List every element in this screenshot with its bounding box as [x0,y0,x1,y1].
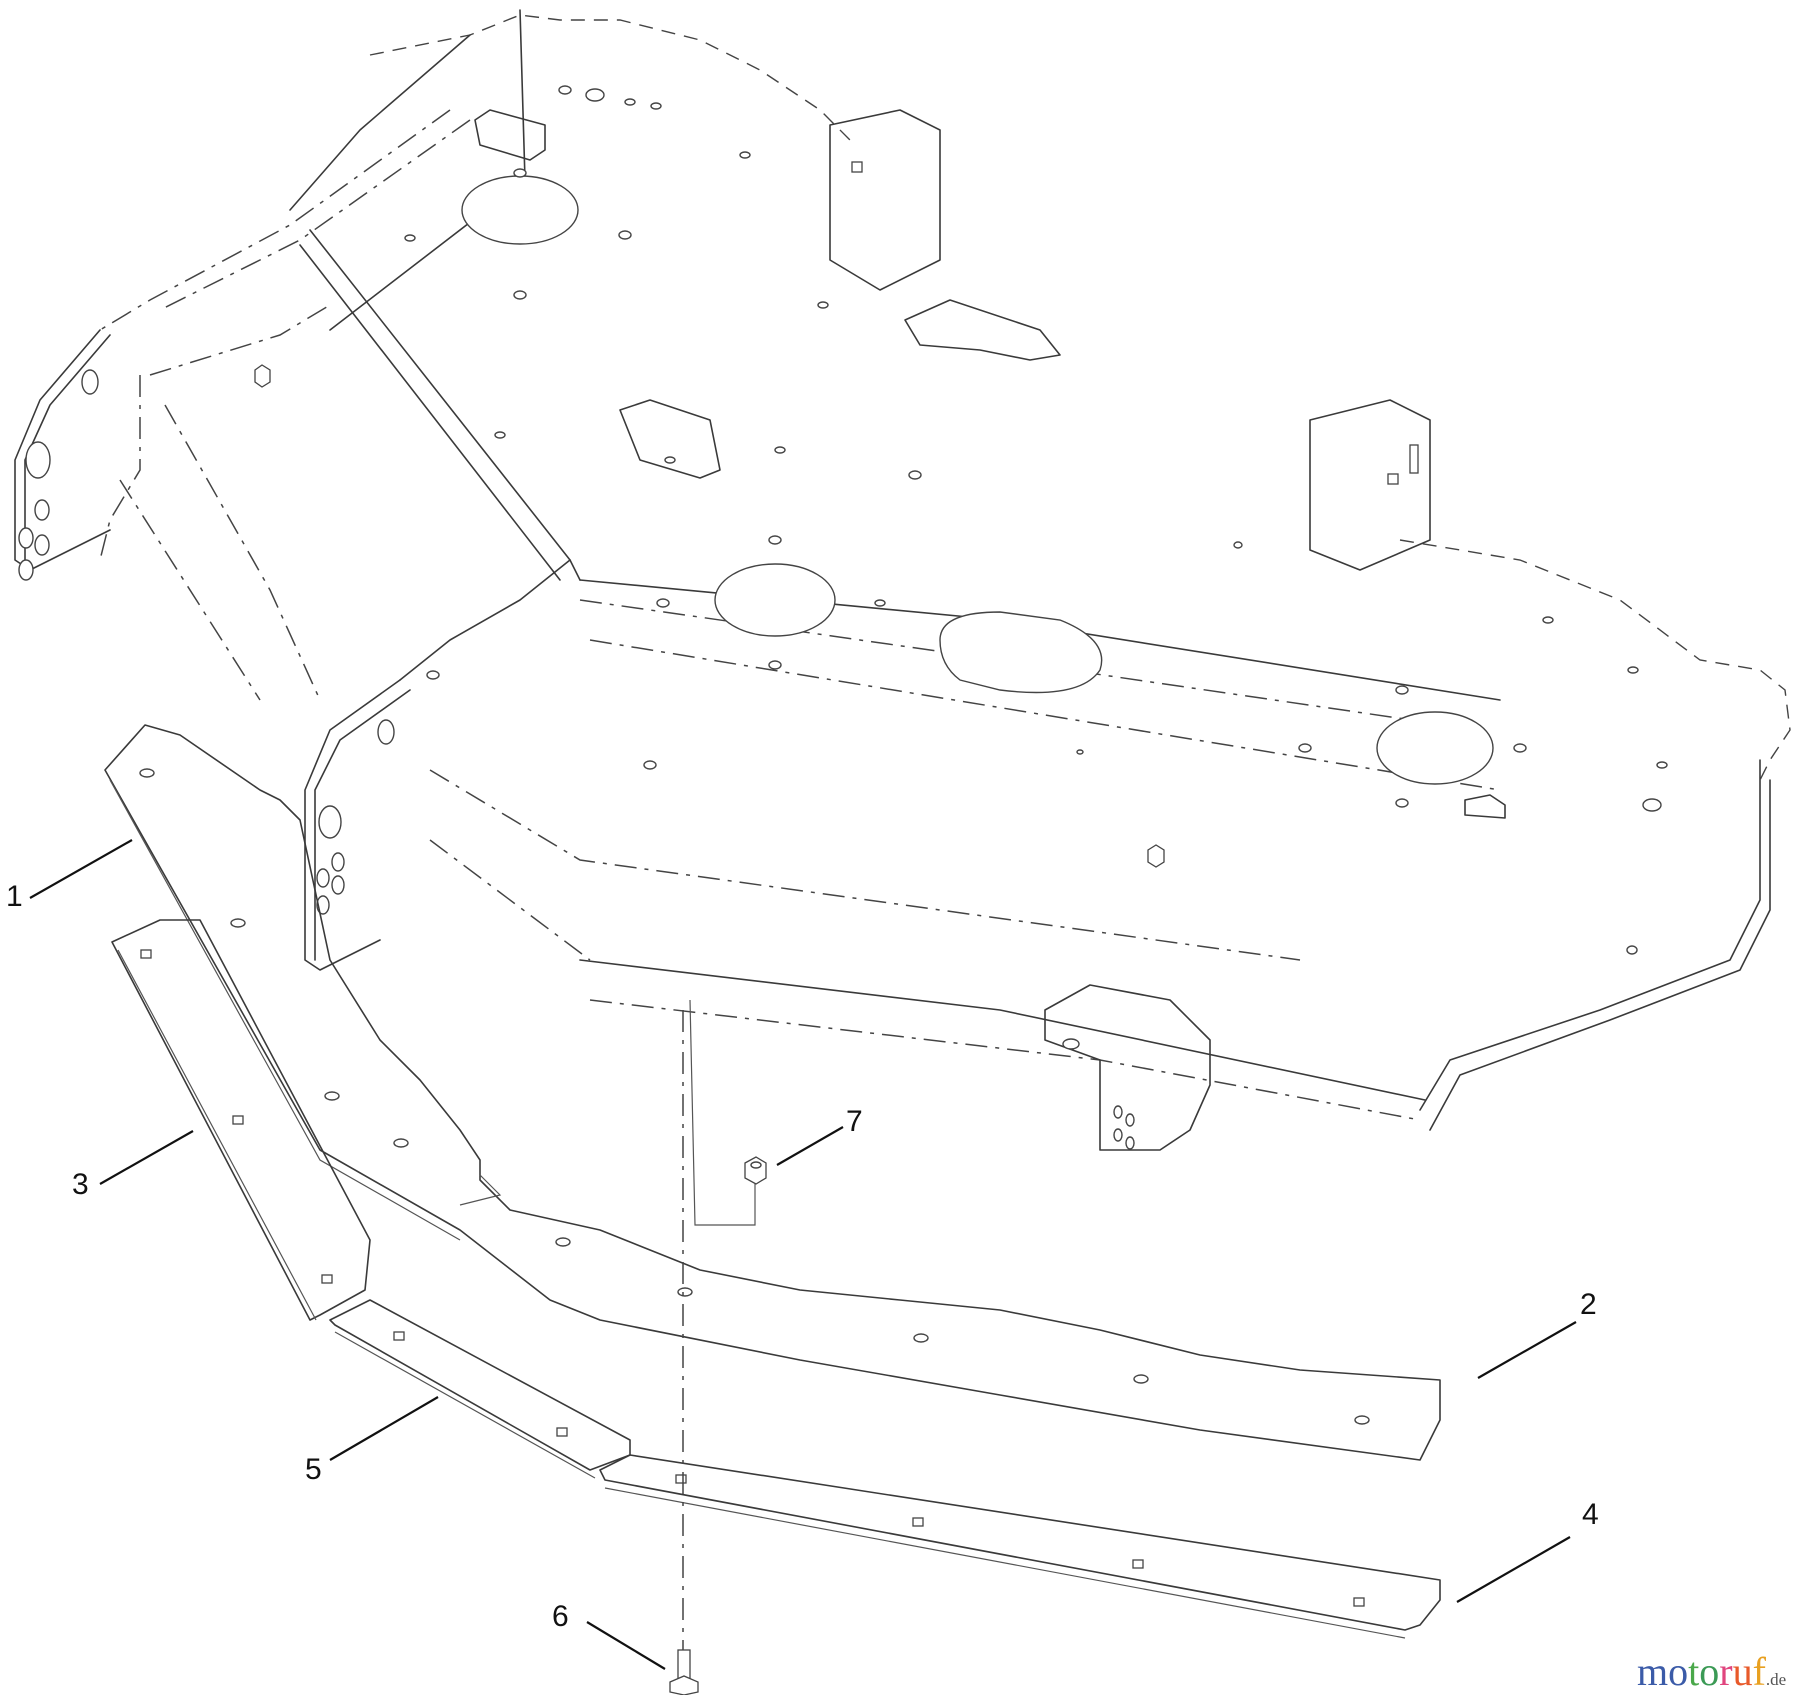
wm-letter: o [1668,1649,1689,1694]
callout-2: 2 [1580,1288,1597,1321]
wm-letter: m [1637,1649,1669,1694]
baffle-strip-part-4 [599,1454,1441,1639]
wm-letter: u [1732,1649,1753,1694]
leader-lines [29,839,1577,1670]
baffle-strip-part-3 [111,919,371,1321]
wm-letter: t [1688,1649,1700,1694]
carriage-bolt-part-6-icon [669,1010,699,1695]
callout-4: 4 [1582,1498,1599,1531]
baffle-part-2 [104,724,1441,1461]
wm-letter: r [1719,1649,1733,1694]
deck-holes [404,85,1668,955]
callout-1: 1 [6,880,23,913]
deck-nut-icon [254,364,1165,868]
mower-deck [14,9,1791,1151]
callout-3: 3 [72,1168,89,1201]
wm-tld: .de [1765,1670,1787,1689]
motoruf-watermark-logo: motoruf.de [1637,1648,1786,1695]
baffle-strip-part-5 [329,1299,631,1479]
callout-7: 7 [846,1105,863,1138]
wm-letter: o [1699,1649,1720,1694]
flange-nut-part-7-icon [689,999,767,1226]
wm-letter: f [1752,1649,1766,1694]
callout-5: 5 [305,1453,322,1486]
callout-6: 6 [552,1600,569,1633]
